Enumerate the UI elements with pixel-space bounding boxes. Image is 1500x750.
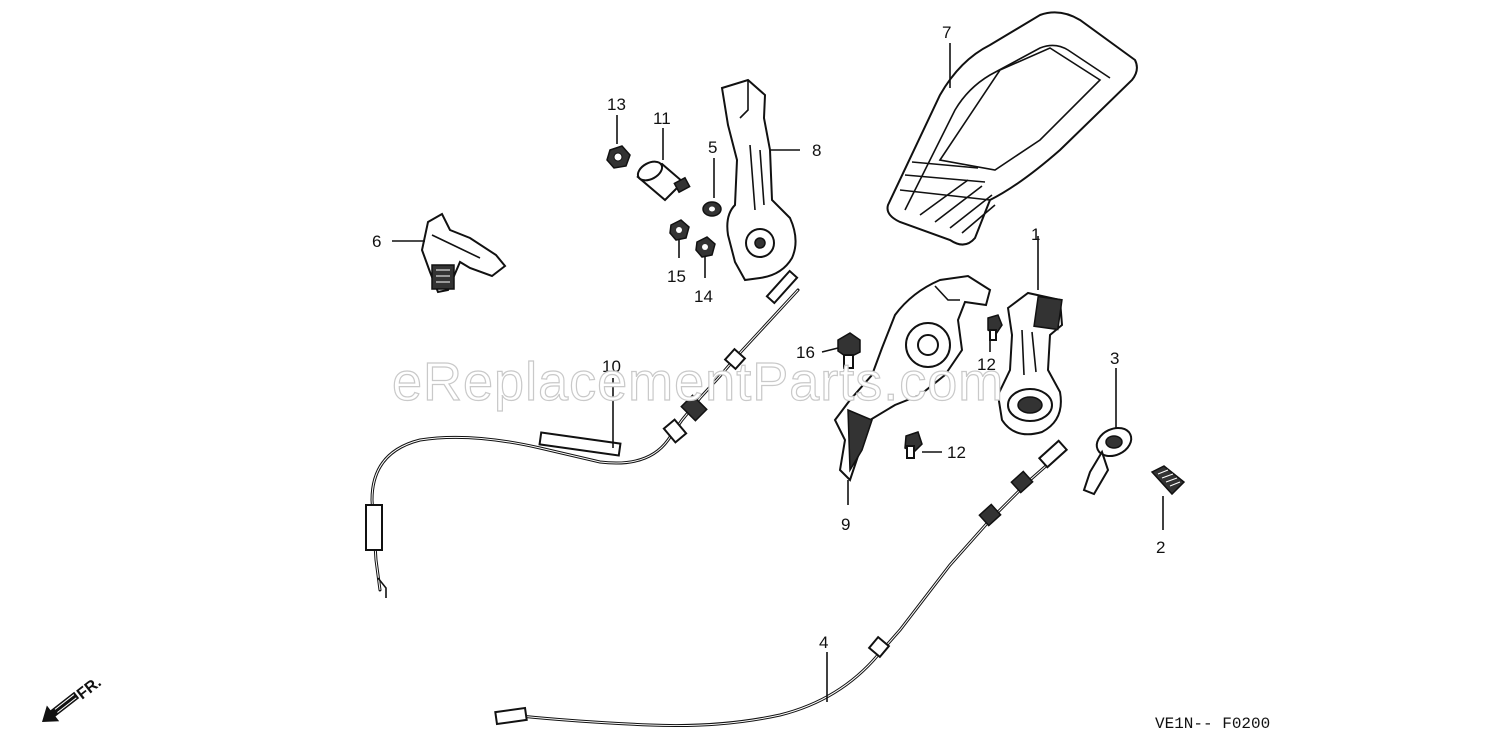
figure-code: VE1N-- F0200 [1155,715,1270,733]
part-5-washer[interactable] [702,201,722,217]
callout-16: 16 [796,343,815,362]
callout-10: 10 [602,357,621,376]
callout-1: 1 [1031,225,1040,244]
part-6-bracket[interactable] [420,212,507,294]
front-direction-label: FR. [74,674,105,703]
front-direction-arrow-icon [42,691,80,722]
part-13-nut[interactable] [606,145,631,169]
part-8-lever[interactable] [720,78,797,282]
callout-12-upper: 12 [977,355,996,374]
part-11-bushing[interactable] [635,158,691,202]
callout-15: 15 [667,267,686,286]
part-2-spring[interactable] [1150,465,1186,496]
callout-6: 6 [372,232,381,251]
callout-9: 9 [841,515,850,534]
callout-14: 14 [694,287,713,306]
part-10-cable[interactable] [365,269,800,598]
part-12-screw-upper[interactable] [987,314,1003,341]
callout-7: 7 [942,23,951,42]
watermark-text: eReplacementParts.com [392,352,1004,412]
callout-3: 3 [1110,349,1119,368]
part-15-nut[interactable] [669,219,690,241]
callout-2: 2 [1156,538,1165,557]
callout-13: 13 [607,95,626,114]
part-16-bolt[interactable] [837,332,861,369]
part-1-control-lever[interactable] [996,291,1064,436]
part-4-cable[interactable] [494,439,1069,728]
part-9-plate[interactable] [833,274,992,482]
callout-8: 8 [812,141,821,160]
callout-12-lower: 12 [947,443,966,462]
part-14-nut[interactable] [695,236,716,258]
part-3-cam[interactable] [1082,423,1136,496]
part-7-cover[interactable] [886,11,1138,246]
callout-5: 5 [708,138,717,157]
part-12-screw-lower[interactable] [904,431,923,459]
callout-11: 11 [653,109,671,128]
callout-4: 4 [819,633,828,652]
